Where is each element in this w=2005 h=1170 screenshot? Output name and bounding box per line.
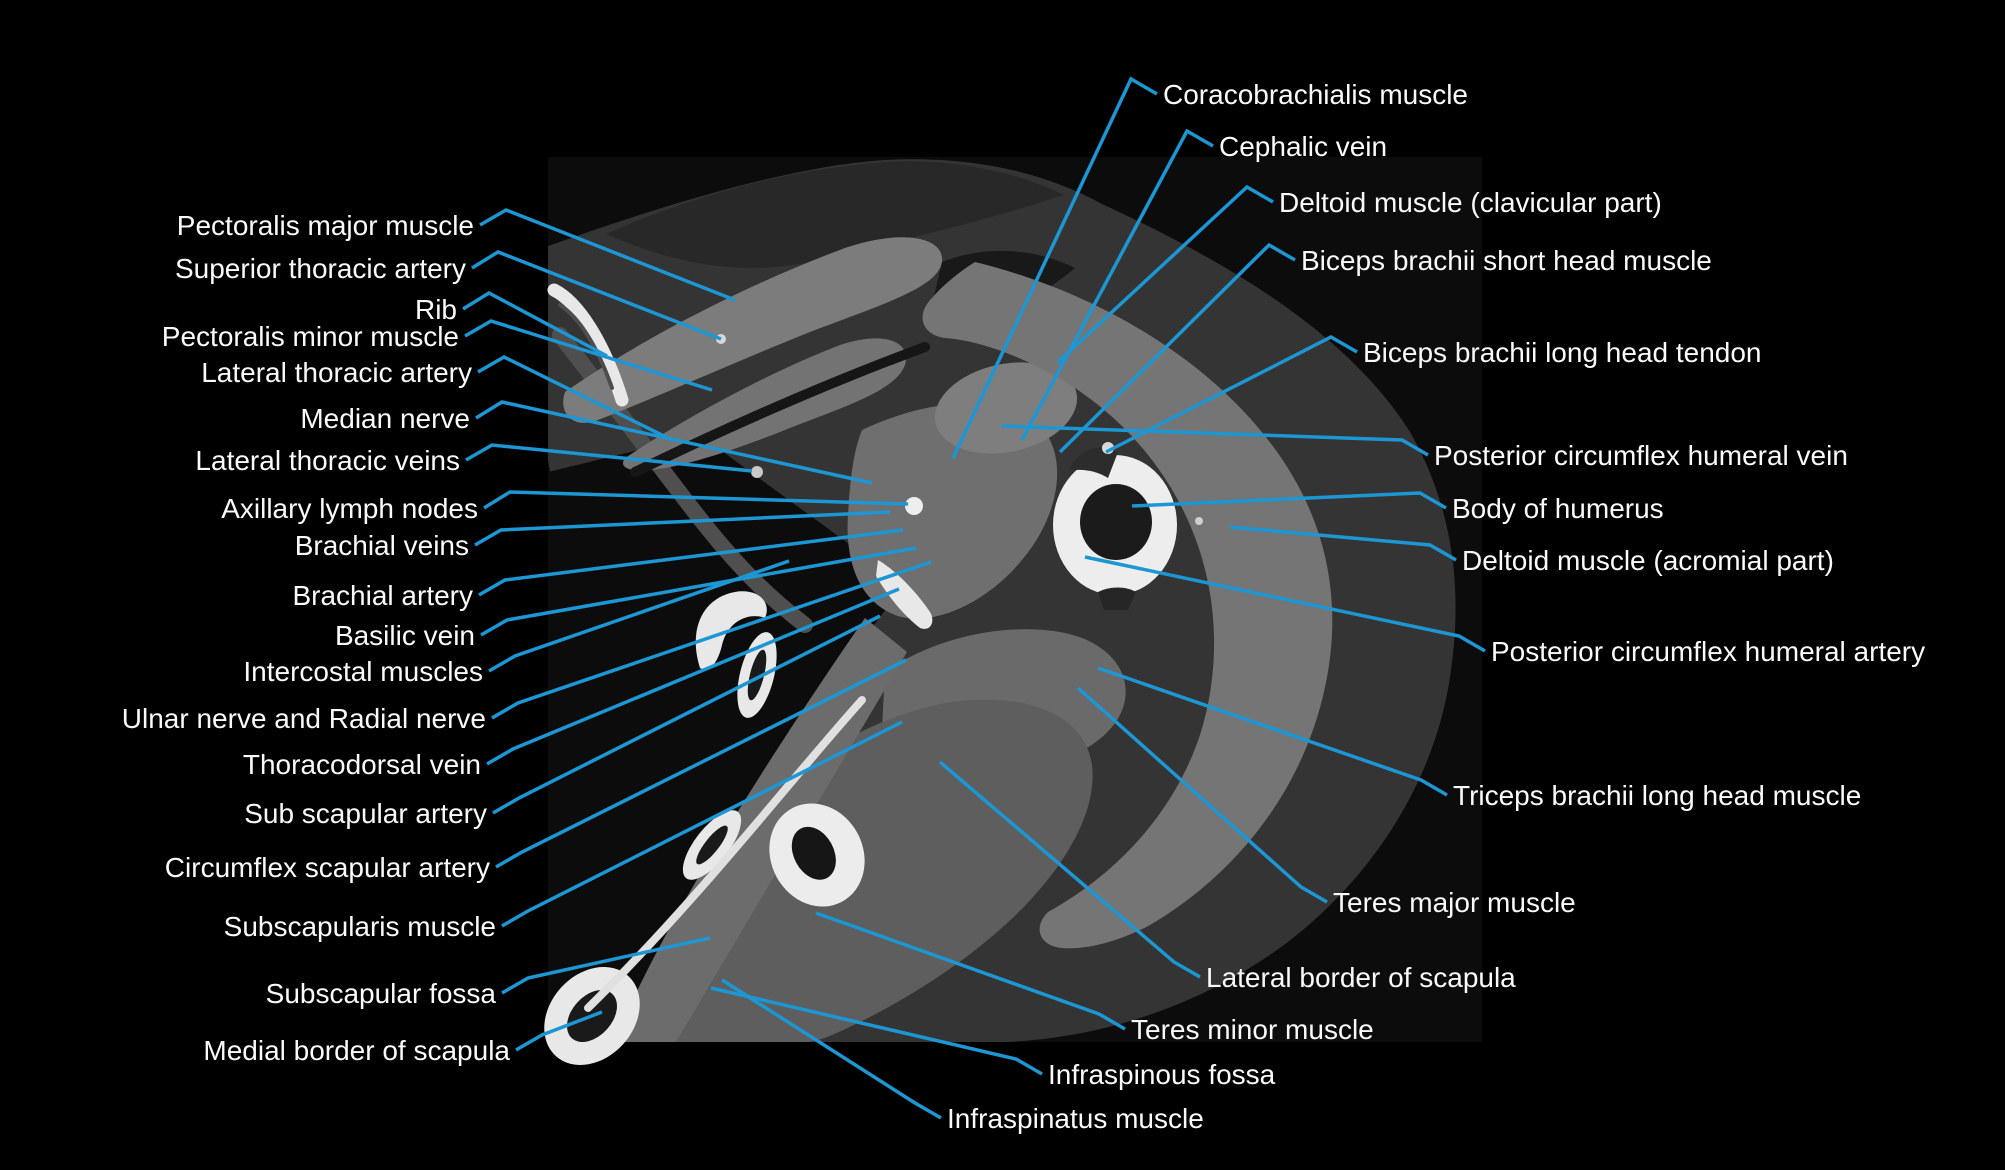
leader-lines: [462, 76, 1486, 1120]
leader-biceps-brachii-short-head: [1058, 242, 1296, 454]
labels: Pectoralis major muscle Superior thoraci…: [122, 79, 1925, 1134]
pectoralis-major-region: [563, 237, 943, 423]
leader-rib: [462, 290, 608, 358]
label-brachial-veins: Brachial veins: [295, 530, 469, 561]
biceps-coracobrachialis-bundle: [934, 362, 1078, 454]
leader-triceps-brachii-long-head: [1097, 666, 1448, 797]
ct-scan-image: [544, 157, 1482, 1065]
leader-posterior-circumflex-humeral-vein: [1001, 424, 1429, 457]
rib-bone-marrow: [558, 303, 614, 390]
label-rib: Rib: [415, 294, 457, 325]
label-median-nerve: Median nerve: [300, 403, 470, 434]
pectoralis-minor-region: [622, 338, 907, 471]
label-infraspinous-fossa: Infraspinous fossa: [1048, 1059, 1276, 1090]
leader-thoracodorsal-vein: [486, 587, 900, 766]
label-biceps-brachii-long-head-tendon: Biceps brachii long head tendon: [1363, 337, 1762, 368]
label-biceps-brachii-short-head: Biceps brachii short head muscle: [1301, 245, 1712, 276]
infraspinatus-teres-wedge: [655, 699, 1093, 1042]
leader-ulnar-radial-nerve: [491, 560, 932, 720]
scapula-hook: [695, 591, 767, 670]
leader-body-of-humerus: [1131, 491, 1447, 510]
posterior-circumflex-vessel-dot: [1195, 517, 1203, 525]
leader-pectoralis-major-muscle: [479, 208, 736, 302]
axillary-node-dot: [905, 497, 923, 515]
anterior-fat-shading: [606, 161, 1064, 268]
label-sub-scapular-artery: Sub scapular artery: [244, 798, 487, 829]
leader-teres-major-muscle: [1076, 686, 1328, 904]
leader-lateral-thoracic-veins: [465, 443, 753, 473]
label-basilic-vein: Basilic vein: [335, 620, 475, 651]
rib-ring-3: [769, 803, 865, 907]
label-ulnar-radial-nerve: Ulnar nerve and Radial nerve: [122, 703, 486, 734]
leader-deltoid-muscle-clavicular: [1056, 184, 1274, 364]
leader-subscapularis-muscle: [501, 720, 903, 928]
lateral-thoracic-vein-dot: [751, 466, 763, 478]
leader-lateral-border-of-scapula: [938, 760, 1201, 979]
label-body-of-humerus: Body of humerus: [1452, 493, 1664, 524]
label-axillary-lymph-nodes: Axillary lymph nodes: [221, 493, 478, 524]
leader-subscapular-fossa: [501, 936, 711, 995]
label-infraspinatus-muscle: Infraspinatus muscle: [947, 1103, 1204, 1134]
leader-coracobrachialis-muscle: [951, 76, 1158, 459]
label-lateral-thoracic-veins: Lateral thoracic veins: [195, 445, 460, 476]
leader-superior-thoracic-artery: [471, 250, 722, 341]
label-posterior-circumflex-humeral-vein: Posterior circumflex humeral vein: [1434, 440, 1848, 471]
label-intercostal-muscles: Intercostal muscles: [243, 656, 483, 687]
label-subscapularis-muscle: Subscapularis muscle: [224, 911, 496, 942]
rib-bone: [547, 283, 629, 407]
humerus-bone: [1053, 442, 1177, 610]
label-lateral-border-of-scapula: Lateral border of scapula: [1206, 962, 1516, 993]
thoracic-cavity: [548, 435, 905, 1042]
leader-infraspinatus-muscle: [721, 978, 942, 1120]
label-deltoid-muscle-acromial: Deltoid muscle (acromial part): [1462, 545, 1834, 576]
label-teres-major-muscle: Teres major muscle: [1333, 887, 1576, 918]
label-subscapular-fossa: Subscapular fossa: [266, 978, 497, 1009]
leader-pectoralis-minor-muscle: [464, 319, 713, 392]
label-thoracodorsal-vein: Thoracodorsal vein: [243, 749, 481, 780]
label-pectoralis-major-muscle: Pectoralis major muscle: [177, 210, 474, 241]
label-triceps-brachii-long-head: Triceps brachii long head muscle: [1453, 780, 1861, 811]
rib-ring-2: [682, 810, 742, 880]
axillary-fat-cleft: [630, 342, 930, 477]
label-cephalic-vein: Cephalic vein: [1219, 131, 1387, 162]
leader-median-nerve: [475, 400, 873, 485]
label-pectoralis-minor-muscle: Pectoralis minor muscle: [162, 321, 459, 352]
label-lateral-thoracic-artery: Lateral thoracic artery: [201, 357, 472, 388]
label-posterior-circumflex-humeral-artery: Posterior circumflex humeral artery: [1491, 636, 1925, 667]
label-circumflex-scapular-artery: Circumflex scapular artery: [165, 852, 490, 883]
leader-axillary-lymph-nodes: [483, 490, 909, 510]
leader-sub-scapular-artery: [492, 614, 881, 815]
leader-brachial-veins: [474, 510, 891, 547]
leader-teres-minor-muscle: [815, 911, 1126, 1031]
scapula-blade: [584, 696, 866, 1012]
label-teres-minor-muscle: Teres minor muscle: [1131, 1014, 1374, 1045]
axilla-muscle-mass: [847, 403, 1058, 619]
label-coracobrachialis-muscle: Coracobrachialis muscle: [1163, 79, 1468, 110]
label-deltoid-muscle-clavicular: Deltoid muscle (clavicular part): [1279, 187, 1662, 218]
leader-medial-border-of-scapula: [515, 1010, 603, 1052]
leader-cephalic-vein: [1020, 128, 1214, 441]
leader-basilic-vein: [480, 546, 917, 637]
label-brachial-artery: Brachial artery: [292, 580, 473, 611]
leader-deltoid-muscle-acromial: [1229, 525, 1457, 562]
leader-infraspinous-fossa: [710, 986, 1043, 1076]
leader-circumflex-scapular-artery: [495, 658, 907, 869]
leader-intercostal-muscles: [488, 559, 790, 673]
label-medial-border-of-scapula: Medial border of scapula: [203, 1035, 510, 1066]
leader-lateral-thoracic-artery: [477, 355, 673, 442]
leader-posterior-circumflex-humeral-artery: [1084, 555, 1486, 653]
leader-biceps-brachii-long-head-tendon: [1105, 335, 1358, 454]
leader-brachial-artery: [478, 528, 904, 597]
label-superior-thoracic-artery: Superior thoracic artery: [175, 253, 466, 284]
subscapularis-region: [614, 618, 907, 1042]
